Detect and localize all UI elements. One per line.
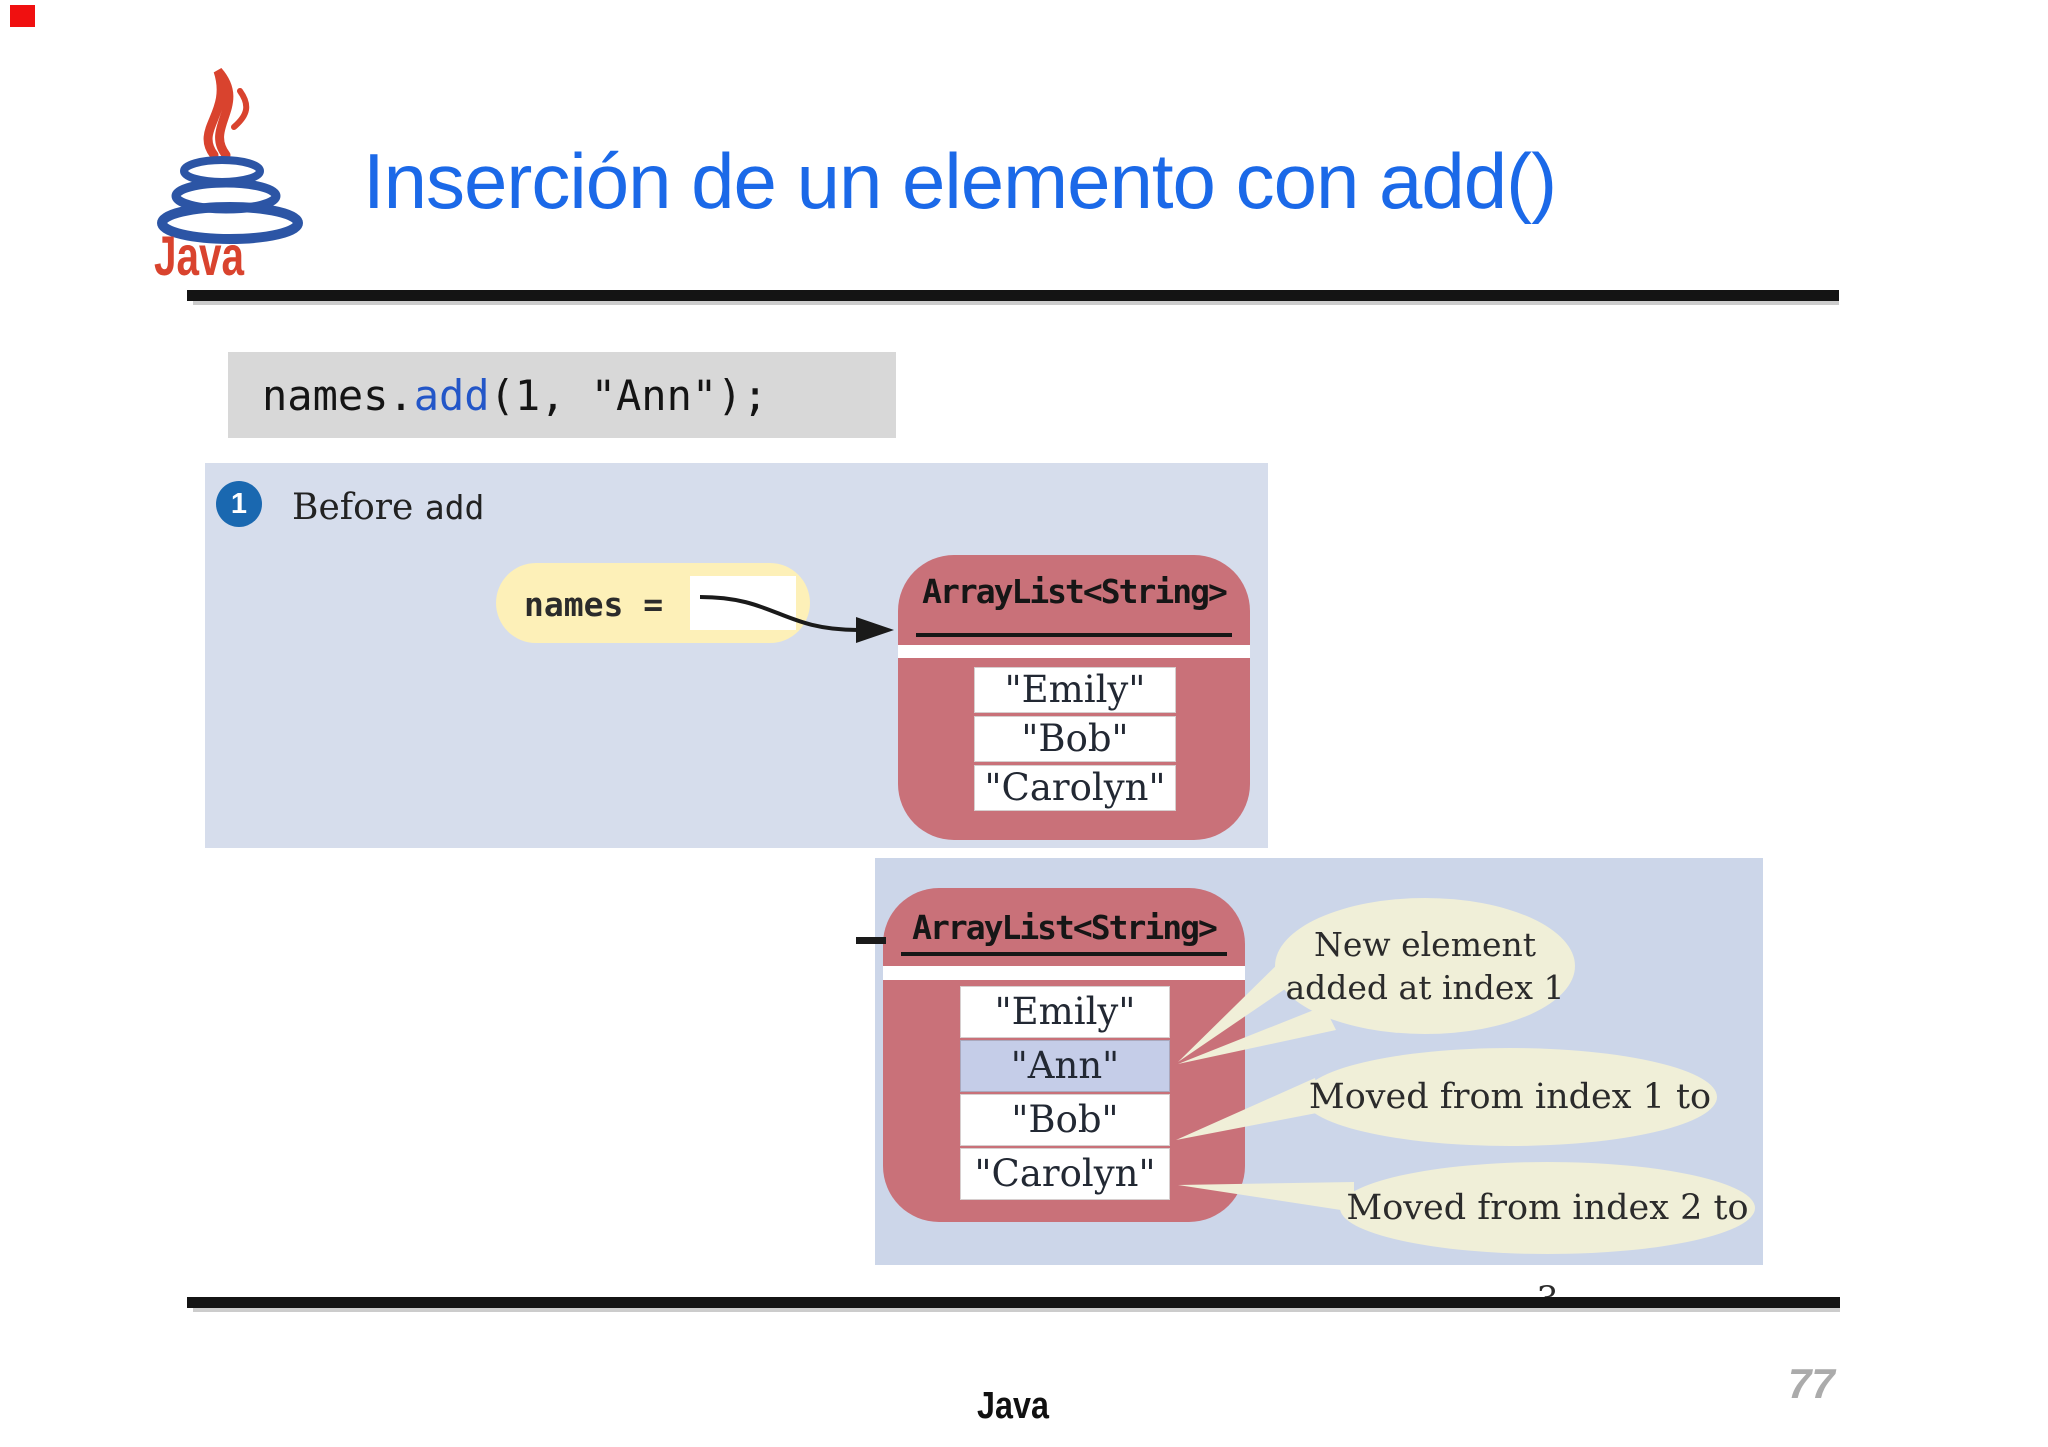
footer-rule-shadow: [193, 1308, 1840, 1312]
arraylist-box-before: ArrayList<String> "Emily" "Bob" "Carolyn…: [898, 555, 1250, 840]
page-number: 77: [1788, 1360, 1835, 1407]
callout-line: New element: [1313, 925, 1537, 964]
arraylist-title-underline: [916, 633, 1232, 637]
list-cell: "Bob": [960, 1094, 1170, 1146]
arraylist-divider: [898, 645, 1250, 658]
step-label-add: add: [424, 488, 485, 527]
java-cup-icon: [157, 156, 303, 244]
corner-red-mark: [10, 5, 35, 27]
arraylist-box-after: ArrayList<String> "Emily" "Ann" "Bob" "C…: [883, 888, 1245, 1222]
list-cell: "Bob": [974, 716, 1176, 762]
code-method: add: [413, 371, 490, 420]
code-line: names.add(1, "Ann");: [262, 371, 768, 420]
names-variable-label: names =: [524, 585, 664, 624]
step-label: Before add: [292, 487, 484, 528]
names-variable-pill: names =: [496, 563, 810, 643]
footer-rule: [187, 1297, 1840, 1308]
list-cell: "Carolyn": [960, 1148, 1170, 1200]
java-logo-wordmark: Java: [154, 224, 245, 285]
callout-new-element: New element added at index 1: [1275, 898, 1575, 1034]
title-rule: [187, 290, 1839, 301]
list-cell-highlighted: "Ann": [960, 1040, 1170, 1092]
callout-moved-2-3: Moved from index 2 to 3: [1340, 1162, 1755, 1320]
footer-brand: Java: [977, 1385, 1049, 1427]
list-cell: "Emily": [960, 986, 1170, 1038]
callout-line: added at index 1: [1285, 968, 1565, 1007]
code-snippet-box: names.add(1, "Ann");: [228, 352, 896, 438]
names-reference-slot: [690, 576, 796, 630]
step-number-badge: 1: [216, 481, 262, 527]
page-title: Inserción de un elemento con add(): [363, 137, 1557, 225]
list-cell: "Emily": [974, 667, 1176, 713]
code-args: (1, "Ann");: [489, 371, 768, 420]
list-cell: "Carolyn": [974, 765, 1176, 811]
code-object: names.: [262, 371, 414, 420]
title-rule-shadow: [193, 301, 1839, 305]
java-logo-icon: Java: [154, 68, 303, 285]
arraylist-divider: [883, 966, 1245, 980]
step-label-before: Before: [292, 487, 425, 528]
callout-moved-1-2: Moved from index 1 to 2: [1303, 1048, 1717, 1215]
arraylist-title: ArrayList<String>: [912, 908, 1218, 947]
arraylist-title: ArrayList<String>: [922, 572, 1228, 611]
java-flame-icon: [203, 68, 250, 160]
arraylist-title-underline: [901, 952, 1227, 956]
